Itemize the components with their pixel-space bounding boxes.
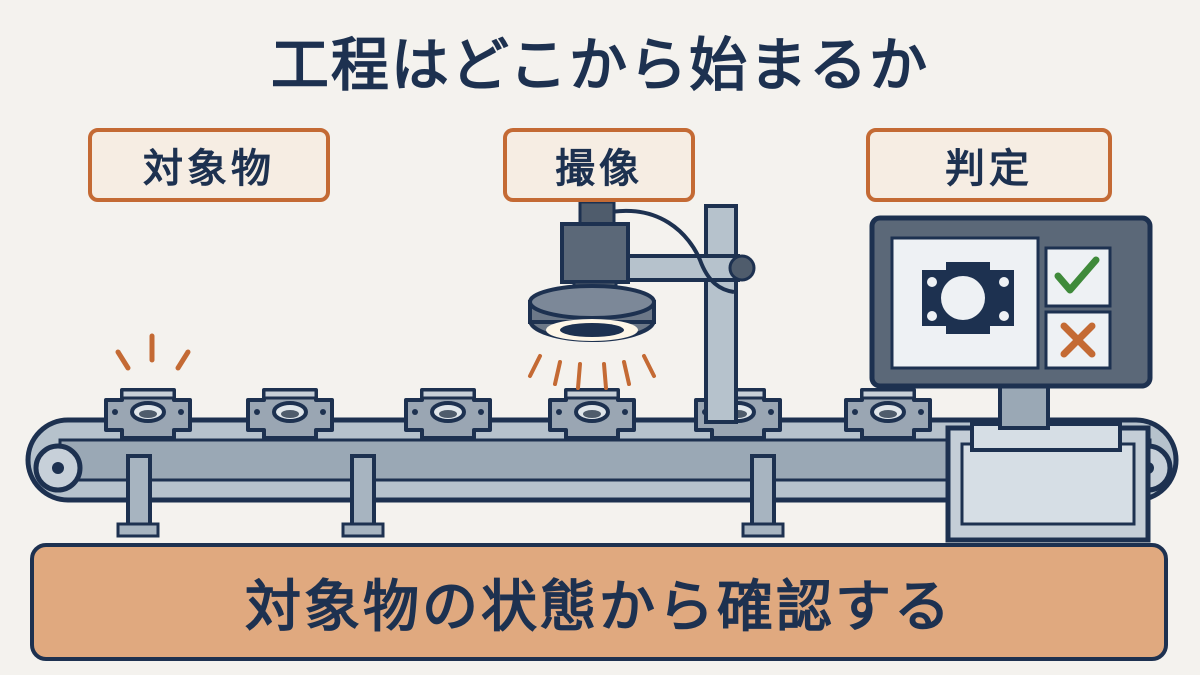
stage-label-judgment: 判定 — [866, 128, 1112, 202]
camera-icon — [560, 200, 630, 300]
stage-label-object: 対象物 — [88, 128, 330, 202]
camera-stand — [599, 204, 756, 424]
stage-label-imaging: 撮像 — [503, 128, 695, 202]
attention-marks — [115, 333, 191, 371]
page-title: 工程はどこから始まるか — [270, 31, 930, 99]
ring-light-icon — [528, 284, 656, 342]
summary-banner: 対象物の状態から確認する — [30, 543, 1168, 661]
cross-icon — [1060, 322, 1096, 358]
light-rays — [528, 354, 656, 390]
check-icon — [1054, 256, 1100, 294]
control-cabinet — [945, 422, 1151, 543]
